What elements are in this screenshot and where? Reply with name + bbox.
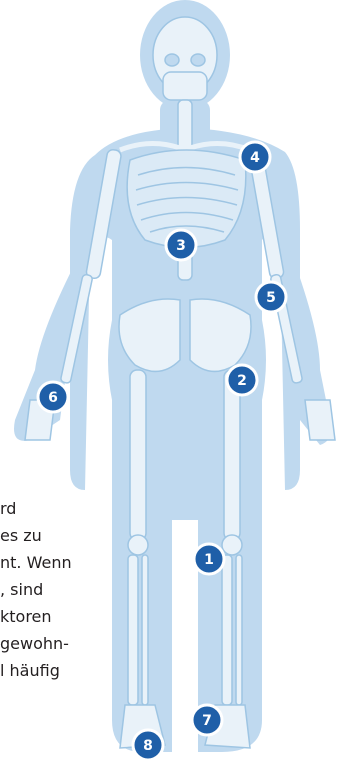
svg-text:7: 7	[202, 713, 212, 729]
marker-5: 5	[256, 282, 286, 312]
svg-text:6: 6	[48, 390, 58, 406]
svg-text:1: 1	[204, 552, 214, 568]
marker-4: 4	[240, 142, 270, 172]
marker-7: 7	[192, 705, 222, 735]
svg-text:8: 8	[143, 738, 153, 754]
svg-text:5: 5	[266, 290, 276, 306]
marker-2: 2	[227, 365, 257, 395]
svg-text:2: 2	[237, 373, 247, 389]
svg-text:3: 3	[176, 238, 186, 254]
marker-8: 8	[133, 730, 163, 760]
svg-text:4: 4	[250, 150, 260, 166]
marker-6: 6	[38, 382, 68, 412]
marker-1: 1	[194, 544, 224, 574]
marker-3: 3	[166, 230, 196, 260]
